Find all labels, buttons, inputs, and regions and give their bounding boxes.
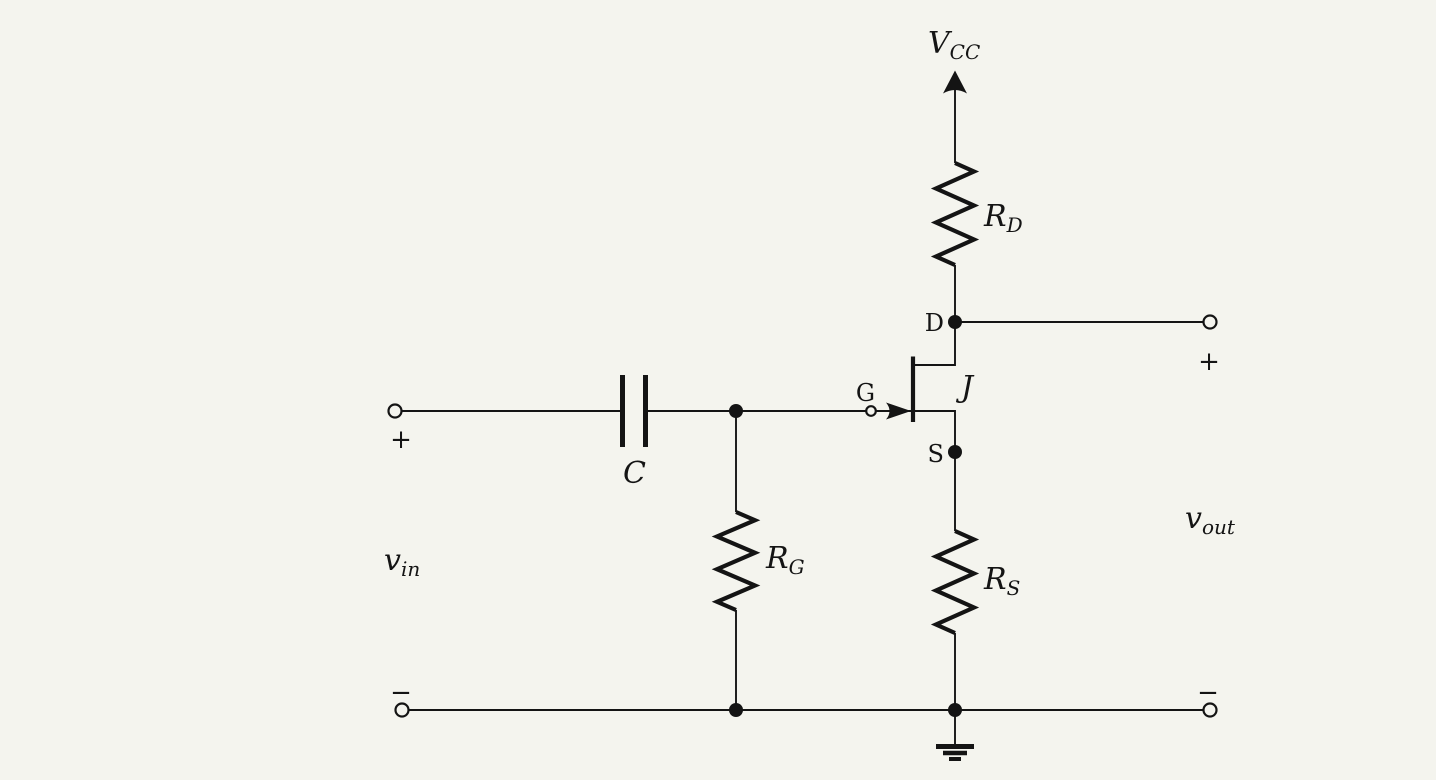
gate-arrowhead <box>886 402 911 420</box>
input-minus-sign: − <box>390 678 412 708</box>
input-negative-terminal <box>394 702 410 718</box>
cap-label: C <box>623 456 646 491</box>
gate-terminal-circle <box>865 405 877 417</box>
drain-label: D <box>925 309 944 337</box>
resistor-rd-zigzag <box>930 161 980 267</box>
jfet-source-lead <box>913 410 956 452</box>
rg-label: RG <box>765 541 805 579</box>
output-minus-sign: − <box>1197 678 1219 708</box>
rd-label: RD <box>983 199 1023 237</box>
rs-label: RS <box>983 562 1020 600</box>
resistor-rg-zigzag <box>711 510 761 612</box>
source-label: S <box>928 440 944 468</box>
jfet-j: J G D S <box>856 309 975 468</box>
ground-symbol <box>936 710 974 761</box>
output-plus-sign: + <box>1198 347 1220 377</box>
junction-dot-rg-bottom <box>729 703 743 717</box>
wires <box>401 88 1204 711</box>
vcc-supply: VCC <box>928 26 980 94</box>
capacitor-c: C <box>620 375 648 491</box>
vin-label: vin <box>384 543 420 581</box>
junction-dot-gate-node <box>729 404 743 418</box>
vout-label: vout <box>1185 501 1236 539</box>
resistor-rs-zigzag <box>930 529 980 635</box>
input-port: + − vin <box>384 403 420 718</box>
jfet-label: J <box>955 370 975 405</box>
input-positive-terminal <box>387 403 403 419</box>
output-negative-terminal <box>1202 702 1218 718</box>
output-port: + − vout <box>1185 314 1236 718</box>
vcc-arrowhead <box>943 70 967 94</box>
vcc-label: VCC <box>928 26 980 64</box>
resistor-rd: RD <box>930 161 1023 267</box>
resistor-rs: RS <box>930 529 1020 635</box>
jfet-drain-lead <box>913 322 956 366</box>
resistor-rg: RG <box>711 510 805 612</box>
junction-dots <box>729 315 962 717</box>
input-plus-sign: + <box>390 425 412 455</box>
gate-label: G <box>856 379 875 407</box>
junction-dot-source <box>948 445 962 459</box>
output-positive-terminal <box>1202 314 1218 330</box>
junction-dot-drain <box>948 315 962 329</box>
